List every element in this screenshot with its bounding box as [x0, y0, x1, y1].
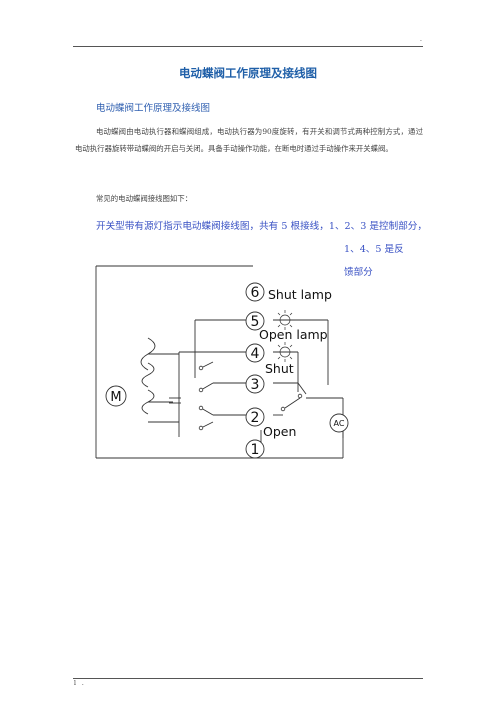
footer-rule — [73, 678, 423, 679]
body-paragraph: 电动蝶阀由电动执行器和蝶阀组成，电动执行器为90度旋转，有开关和调节式两种控制方… — [75, 127, 423, 153]
switch-c — [200, 407, 214, 416]
terminal-4-number: 4 — [251, 346, 260, 362]
selector-contact — [297, 382, 307, 395]
switch-a — [200, 361, 214, 369]
terminal-4 — [245, 343, 265, 363]
motor-icon — [105, 385, 127, 407]
footer-mark: l . — [74, 680, 86, 687]
ac-label: AC — [334, 419, 345, 428]
open-lamp-icon — [275, 310, 295, 330]
contact-dot — [198, 425, 204, 431]
switch-d — [200, 421, 214, 429]
contact-dot — [280, 406, 286, 412]
terminal-6 — [245, 282, 265, 302]
terminal-3 — [245, 374, 265, 394]
contact-dot — [198, 405, 204, 411]
terminal-5 — [245, 311, 265, 331]
header-rule — [73, 46, 423, 47]
wiring-diagram: M AC 6 5 4 3 2 1 Shut lamp Open lamp Shu… — [95, 265, 349, 459]
open-lamp-label: Open lamp — [259, 327, 328, 342]
terminal-2 — [245, 407, 265, 427]
coil-mid — [141, 362, 155, 388]
contact-dot — [198, 387, 204, 393]
motor-label: M — [110, 390, 121, 405]
shut-lamp-icon — [275, 342, 295, 362]
open-label: Open — [263, 424, 296, 439]
diagram-intro: 常见的电动蝶阀接线图如下： — [96, 194, 193, 203]
terminal-1-number: 1 — [251, 442, 260, 458]
caption-line-1: 开关型带有源灯指示电动蝶阀接线图，共有 5 根接线，1、2、3 是控制部分， — [96, 221, 427, 232]
contact-dot — [198, 365, 204, 371]
shut-label: Shut — [265, 361, 294, 376]
switch-b — [200, 382, 214, 391]
header-mark: . — [420, 36, 422, 43]
subheading: 电动蝶阀工作原理及接线图 — [96, 103, 211, 114]
selector-switch — [284, 397, 301, 409]
caption-line-2: 1、4、5 是反 — [344, 244, 404, 255]
page-title: 电动蝶阀工作原理及接线图 — [179, 66, 317, 80]
terminal-6-number: 6 — [251, 285, 260, 301]
terminal-3-number: 3 — [251, 377, 260, 393]
ac-source-icon — [329, 413, 349, 433]
caption-line-3: 馈部分 — [344, 267, 373, 278]
terminal-2-number: 2 — [251, 410, 260, 426]
terminal-5-number: 5 — [251, 314, 260, 330]
terminal-1 — [245, 439, 265, 459]
contact-dot — [297, 393, 303, 399]
shut-lamp-label: Shut lamp — [268, 287, 332, 302]
